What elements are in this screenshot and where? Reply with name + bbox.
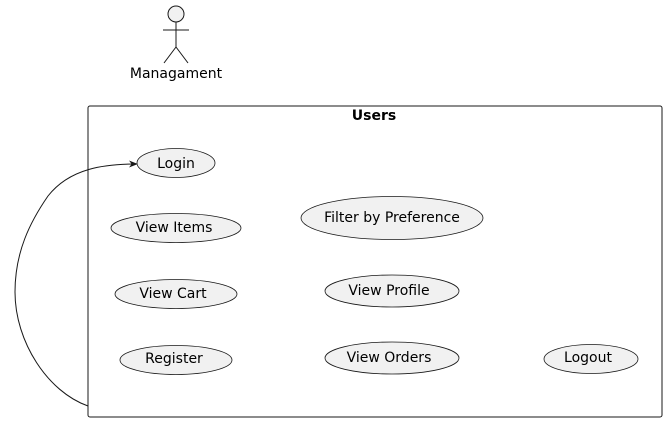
usecase-label: Filter by Preference (324, 210, 460, 226)
usecase-logout[interactable]: Logout (543, 344, 639, 374)
usecase-label: View Items (136, 220, 213, 236)
usecase-ellipse (119, 345, 233, 375)
usecase-filter-by-preference[interactable]: Filter by Preference (300, 196, 484, 240)
usecase-view-profile[interactable]: View Profile (324, 274, 460, 308)
usecase-label: Login (157, 156, 195, 172)
usecase-ellipse (324, 341, 460, 375)
usecase-label: View Orders (347, 350, 432, 366)
actor-managament[interactable]: Managament (130, 5, 223, 82)
association-arrow (14, 160, 138, 407)
usecase-view-cart[interactable]: View Cart (114, 279, 238, 309)
system-title: Users (352, 108, 396, 124)
usecase-ellipse (300, 196, 484, 240)
usecase-label: Logout (564, 350, 612, 366)
usecase-login[interactable]: Login (136, 148, 216, 178)
usecase-ellipse (114, 279, 238, 309)
stick-figure-icon (163, 5, 189, 64)
system-boundary[interactable]: Users (87, 105, 663, 418)
usecase-register[interactable]: Register (119, 345, 233, 375)
usecase-ellipse (324, 274, 460, 308)
usecase-ellipse (136, 148, 216, 178)
actor-label: Managament (130, 66, 223, 82)
system-boundary-frame (87, 105, 663, 418)
usecase-view-orders[interactable]: View Orders (324, 341, 460, 375)
usecase-label: View Profile (348, 283, 429, 299)
usecase-ellipse (543, 344, 639, 374)
usecase-label: View Cart (139, 286, 207, 302)
usecase-label: Register (145, 351, 203, 367)
usecase-view-items[interactable]: View Items (110, 213, 242, 243)
usecase-ellipse (110, 213, 242, 243)
